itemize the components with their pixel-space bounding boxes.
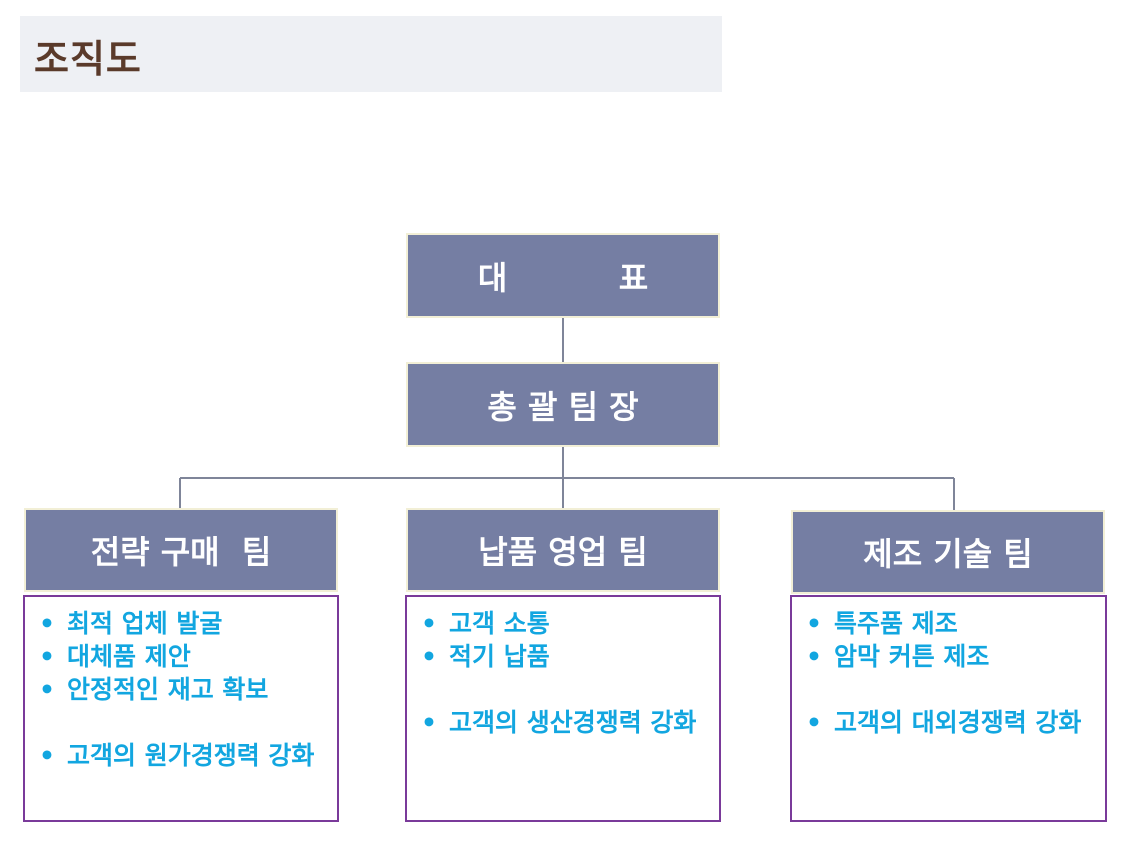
page-title: 조직도 <box>34 37 142 81</box>
team-box-strategic-purchasing: 전략 구매 팀 <box>24 508 338 592</box>
list-item: 최적 업체 발굴 <box>37 607 331 640</box>
ceo-box: 대 표 <box>406 233 720 318</box>
team-box-manufacturing-tech: 제조 기술 팀 <box>791 510 1105 594</box>
duty-list: 최적 업체 발굴 대체품 제안 안정적인 재고 확보 고객의 원가경쟁력 강화 <box>37 607 331 772</box>
general-manager-box: 총 괄 팀 장 <box>406 362 720 447</box>
team-detail-manufacturing-tech: 특주품 제조 암막 커튼 제조 고객의 대외경쟁력 강화 <box>790 595 1107 822</box>
duty-list: 고객 소통 적기 납품 고객의 생산경쟁력 강화 <box>419 607 713 739</box>
team-detail-delivery-sales: 고객 소통 적기 납품 고객의 생산경쟁력 강화 <box>405 595 721 822</box>
ceo-label: 대 표 <box>477 258 649 297</box>
list-item: 암막 커튼 제조 <box>804 640 1099 673</box>
manager-label: 총 괄 팀 장 <box>487 387 639 426</box>
list-item: 고객 소통 <box>419 607 713 640</box>
duty-list: 특주품 제조 암막 커튼 제조 고객의 대외경쟁력 강화 <box>804 607 1099 739</box>
list-item: 대체품 제안 <box>37 640 331 673</box>
list-item: 특주품 제조 <box>804 607 1099 640</box>
list-item: 고객의 생산경쟁력 강화 <box>419 706 713 739</box>
title-bar: 조직도 <box>20 16 722 92</box>
team-label: 제조 기술 팀 <box>863 535 1033 573</box>
list-item: 적기 납품 <box>419 640 713 673</box>
team-label: 전략 구매 팀 <box>90 533 272 571</box>
team-box-delivery-sales: 납품 영업 팀 <box>406 508 720 592</box>
list-item: 고객의 대외경쟁력 강화 <box>804 706 1099 739</box>
team-detail-strategic-purchasing: 최적 업체 발굴 대체품 제안 안정적인 재고 확보 고객의 원가경쟁력 강화 <box>23 595 339 822</box>
list-item: 안정적인 재고 확보 <box>37 673 331 706</box>
team-label: 납품 영업 팀 <box>478 533 648 571</box>
list-item: 고객의 원가경쟁력 강화 <box>37 739 331 772</box>
